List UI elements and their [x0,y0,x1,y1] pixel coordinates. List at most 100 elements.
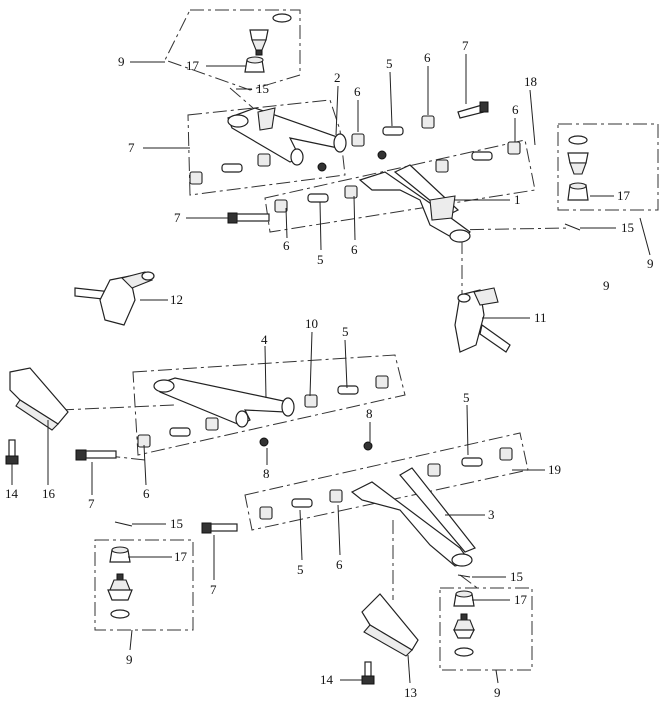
cotter-pin-right [564,223,581,231]
leader-5-d [466,404,469,456]
callout-5-a: 5 [386,56,393,71]
nut-lower-3 [363,441,373,451]
lower-a-arm-4 [153,377,295,428]
callout-14-left: 14 [5,486,19,501]
callout-7-top: 7 [462,38,469,53]
centerline-lower-balljoint [459,574,481,591]
parts [5,13,589,685]
nut-upper-right [377,150,387,160]
ball-joint-lower-right [453,590,475,657]
callout-14-bottom: 14 [320,672,334,687]
ball-joint-lower-left [107,546,133,619]
callout-7-lower: 7 [210,582,217,597]
callout-9-right: 9 [647,256,654,271]
bolt-7-lower [201,522,238,534]
upper-bushings-top [351,101,489,147]
skid-plate-16 [9,367,69,431]
outline-balljoint-top [164,9,301,91]
outline-lower-arm-4 [132,354,406,456]
ball-joint-right [567,135,589,201]
callout-4: 4 [261,332,268,347]
callout-19: 19 [548,462,561,477]
callout-8-left: 8 [263,466,270,481]
group-outlines [94,9,659,671]
callout-5-d: 5 [463,390,470,405]
leader-6-d [285,207,288,239]
bolt-14-bottom [361,661,375,685]
steering-knuckle-11 [454,287,511,353]
callout-9-lower-right: 9 [494,685,501,700]
upper-a-arm-1 [358,164,471,243]
callout-9-lower-left: 9 [126,652,133,667]
callout-6-a: 6 [354,84,361,99]
leader-5-a [389,71,393,127]
callout-17-lower-left: 17 [174,549,188,564]
leader-4 [264,345,267,399]
outline-balljoint-right [557,123,659,211]
upper-bushings-bottom [274,141,521,213]
leader-5-c [344,339,348,389]
leader-9-right [639,217,651,256]
callout-16: 16 [42,486,56,501]
callout-labels: 9 17 15 7 2 6 5 6 7 6 18 1 17 15 9 9 7 6… [5,38,654,700]
upper-a-arm-2 [227,107,347,166]
leader-10 [309,331,313,397]
centerline-upper-balljoint [229,87,291,141]
leader-6-f [143,444,147,486]
callout-17-lower-right: 17 [514,592,528,607]
leader-5-b [319,201,322,251]
callout-6-b: 6 [424,50,431,65]
outline-lower-arm-3 [244,432,529,531]
bolt-7-upper [227,212,270,224]
steering-knuckle-12 [74,271,155,326]
callout-15-top: 15 [256,81,269,96]
nut-upper-left [317,162,327,172]
lower-bushings-4 [137,375,389,448]
callout-2: 2 [334,70,341,85]
callout-8-right: 8 [366,406,373,421]
skid-plate-13 [361,593,419,657]
outline-upper-arm-left [187,99,346,196]
leader-2 [335,85,339,136]
callout-17-top: 17 [186,58,200,73]
outline-bushing-row-upper [264,139,536,233]
lower-a-arm-3 [350,467,476,567]
callout-7-lower-left: 7 [88,496,95,511]
callout-15-lower-left: 15 [170,516,183,531]
callout-6-d: 6 [283,238,290,253]
callout-7-left: 7 [128,140,135,155]
leader-6-e [353,195,356,241]
callout-5-b: 5 [317,252,324,267]
ball-joint-top [244,13,292,73]
callout-7-mid: 7 [174,210,181,225]
leader-9-lower-left [129,629,133,651]
callout-1: 1 [514,192,521,207]
centerline-skid-left [59,404,176,411]
callout-9-right-lower: 9 [603,278,610,293]
leader-lines [11,54,651,684]
nut-lower-4 [259,437,269,447]
leader-13 [407,654,411,684]
callout-11: 11 [534,310,547,325]
callout-6-g: 6 [336,557,343,572]
leader-18 [529,89,536,146]
callout-10: 10 [305,316,318,331]
cotter-pin-lower-left [114,521,133,527]
callout-18: 18 [524,74,537,89]
outline-balljoint-lower-right [439,587,533,671]
bolt-14-left [5,439,19,465]
callout-15-right: 15 [621,220,634,235]
leader-6-g [337,504,341,556]
lower-bushings-3 [259,447,513,520]
callout-5-e: 5 [297,562,304,577]
bolt-7-lower-left [75,449,117,461]
callout-12: 12 [170,292,183,307]
callout-6-f: 6 [143,486,150,501]
callout-15-lower-right: 15 [510,569,523,584]
callout-6-e: 6 [351,242,358,257]
callout-9-top: 9 [118,54,125,69]
callout-6-c: 6 [512,102,519,117]
cotter-pin-lower-right [457,574,471,578]
outline-balljoint-lower-left [94,539,194,631]
